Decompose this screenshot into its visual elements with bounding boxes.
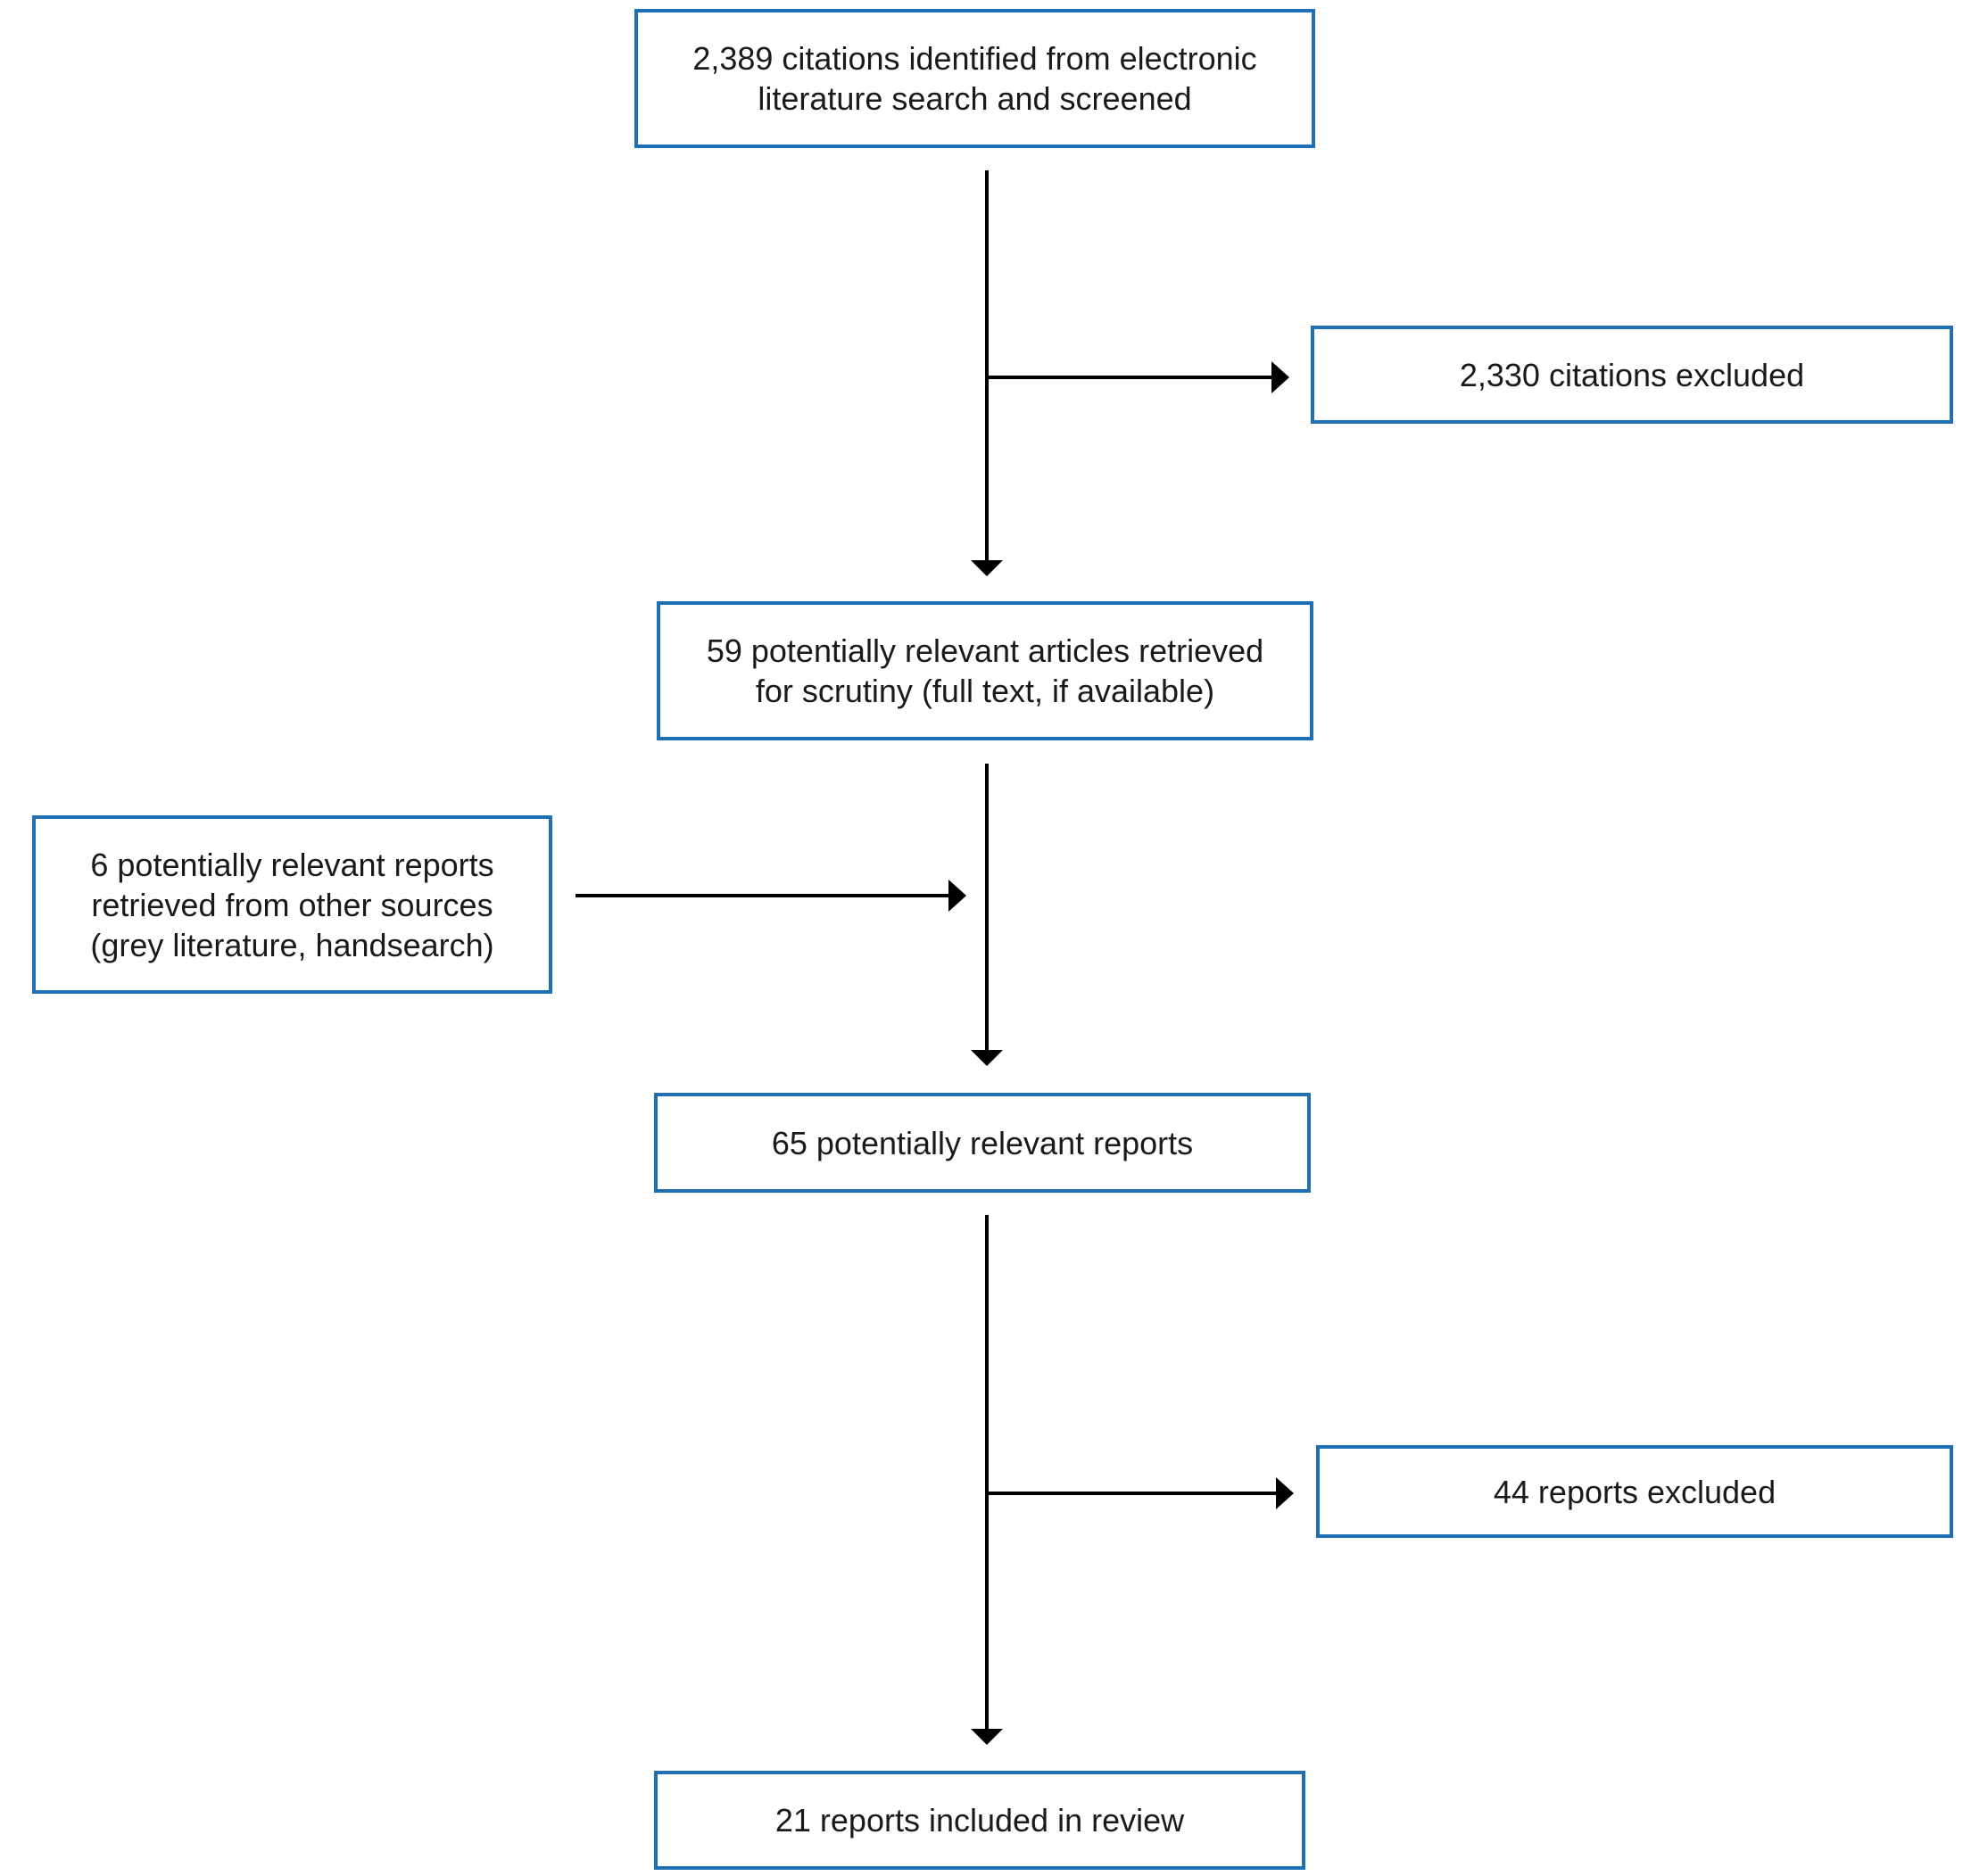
box-articles-retrieved-text: 59 potentially relevant articles retriev… (706, 632, 1264, 709)
arrowhead-right-other-sources (948, 880, 966, 912)
box-reports-included-text: 21 reports included in review (774, 1802, 1185, 1839)
box-citations-identified: 2,389 citations identified from electron… (634, 9, 1315, 148)
box-citations-identified-text: 2,389 citations identified from electron… (692, 40, 1257, 117)
box-relevant-reports-text: 65 potentially relevant reports (771, 1124, 1194, 1161)
box-reports-excluded: 44 reports excluded (1316, 1445, 1953, 1538)
box-citations-excluded-text: 2,330 citations excluded (1459, 356, 1805, 393)
box-articles-retrieved: 59 potentially relevant articles retriev… (657, 601, 1313, 740)
box-relevant-reports: 65 potentially relevant reports (654, 1093, 1311, 1193)
box-other-sources: 6 potentially relevant reports retrieved… (32, 815, 552, 994)
box-reports-excluded-text: 44 reports excluded (1493, 1473, 1776, 1510)
arrowhead-right-reports-excluded (1276, 1477, 1294, 1509)
arrowhead-down-retrieved (971, 560, 1003, 576)
arrowhead-down-included (971, 1729, 1003, 1745)
arrowhead-down-relevant (971, 1050, 1003, 1066)
arrowhead-right-citations-excluded (1271, 361, 1289, 393)
box-citations-excluded: 2,330 citations excluded (1311, 326, 1953, 424)
box-reports-included: 21 reports included in review (654, 1771, 1305, 1870)
box-other-sources-text: 6 potentially relevant reports retrieved… (90, 846, 494, 963)
